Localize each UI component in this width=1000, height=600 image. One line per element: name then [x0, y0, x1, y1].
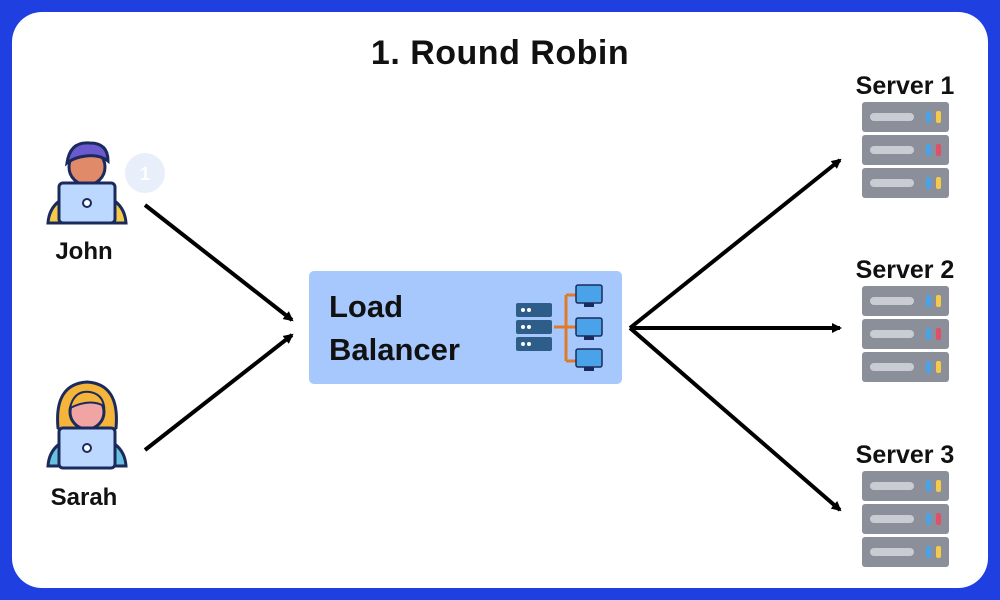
user-name-john: John [55, 238, 113, 265]
server-rack-icon [862, 102, 949, 198]
arrow-john-to-lb [143, 203, 294, 322]
user-name-sarah: Sarah [50, 484, 118, 511]
arrow-sarah-to-lb [143, 333, 294, 452]
load-balancer-network-icon [516, 284, 603, 371]
server-rack-icon [862, 286, 949, 382]
arrow-lb-to-server-3 [628, 326, 842, 512]
load-balancer-label-line2: Balancer [329, 332, 460, 367]
arrow-lb-to-server-1 [628, 158, 842, 330]
load-balancer-label: Load Balancer [329, 285, 460, 371]
badge-icon: 1 [125, 153, 165, 193]
server-name-1: Server 1 [855, 72, 955, 100]
server-name-3: Server 3 [855, 441, 955, 469]
server-name-2: Server 2 [855, 256, 955, 284]
server-rack-icon [862, 471, 949, 567]
user-laptop-icon [46, 141, 128, 225]
load-balancer-label-line1: Load [329, 289, 404, 324]
load-balancer-box: Load Balancer [309, 271, 622, 384]
badge-number: 1 [140, 164, 150, 184]
user-laptop-icon [46, 380, 128, 470]
diagram-title: 1. Round Robin [370, 34, 630, 72]
